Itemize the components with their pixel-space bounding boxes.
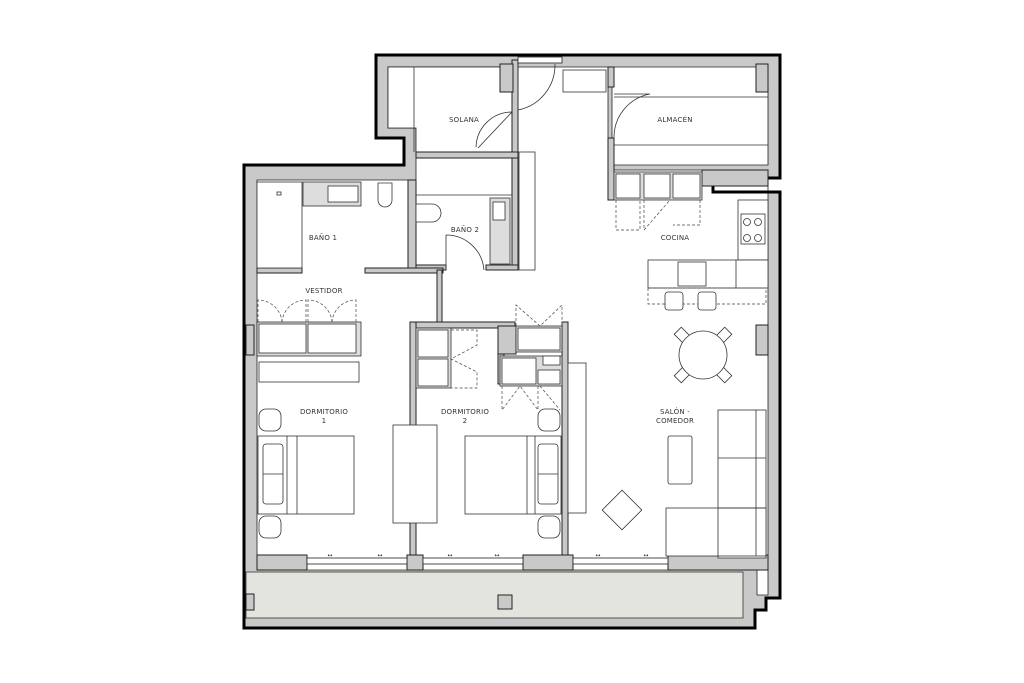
bed-2 [464,408,562,539]
doors [445,63,651,271]
tv-unit [567,362,587,514]
svg-text:↔: ↔ [494,552,499,559]
label-solana: SOLANA [449,116,479,124]
kitchen-fixtures [613,171,769,311]
label-dormitorio-2-number: 2 [463,417,468,425]
wardrobe-dorm-2 [415,304,563,412]
sofa [665,409,767,559]
shelf [562,69,607,93]
corridor-closet [518,151,536,271]
bathroom-1-fixtures [256,181,393,269]
windows: ↔ ↔ ↔ ↔ ↔ ↔ [306,56,669,565]
dresser [258,361,360,383]
label-dormitorio-1-number: 1 [322,417,327,425]
armchair [601,489,643,531]
label-vestidor: VESTIDOR [305,287,342,295]
column [497,594,513,610]
svg-text:↔: ↔ [377,552,382,559]
svg-text:↔: ↔ [327,552,332,559]
coffee-table [667,435,693,485]
desk-1 [392,424,438,524]
label-dormitorio-2: DORMITORIO [441,408,489,416]
column [245,593,255,611]
bathroom-2-fixtures [415,194,512,265]
dining-table [673,326,733,384]
wardrobe-vestidor [256,299,362,357]
room-labels: SOLANA ALMACÉN BAÑO 1 BAÑO 2 COCINA VEST… [300,115,694,425]
label-bano-1: BAÑO 1 [309,233,337,242]
svg-text:↔: ↔ [447,552,452,559]
label-salon: SALÓN - [660,407,690,416]
bed-1 [257,408,355,539]
svg-text:↔: ↔ [595,552,600,559]
label-dormitorio-1: DORMITORIO [300,408,348,416]
svg-text:↔: ↔ [643,552,648,559]
label-bano-2: BAÑO 2 [451,225,479,234]
label-cocina: COCINA [661,234,690,242]
label-comedor: COMEDOR [656,417,694,425]
label-almacen: ALMACÉN [657,115,692,124]
